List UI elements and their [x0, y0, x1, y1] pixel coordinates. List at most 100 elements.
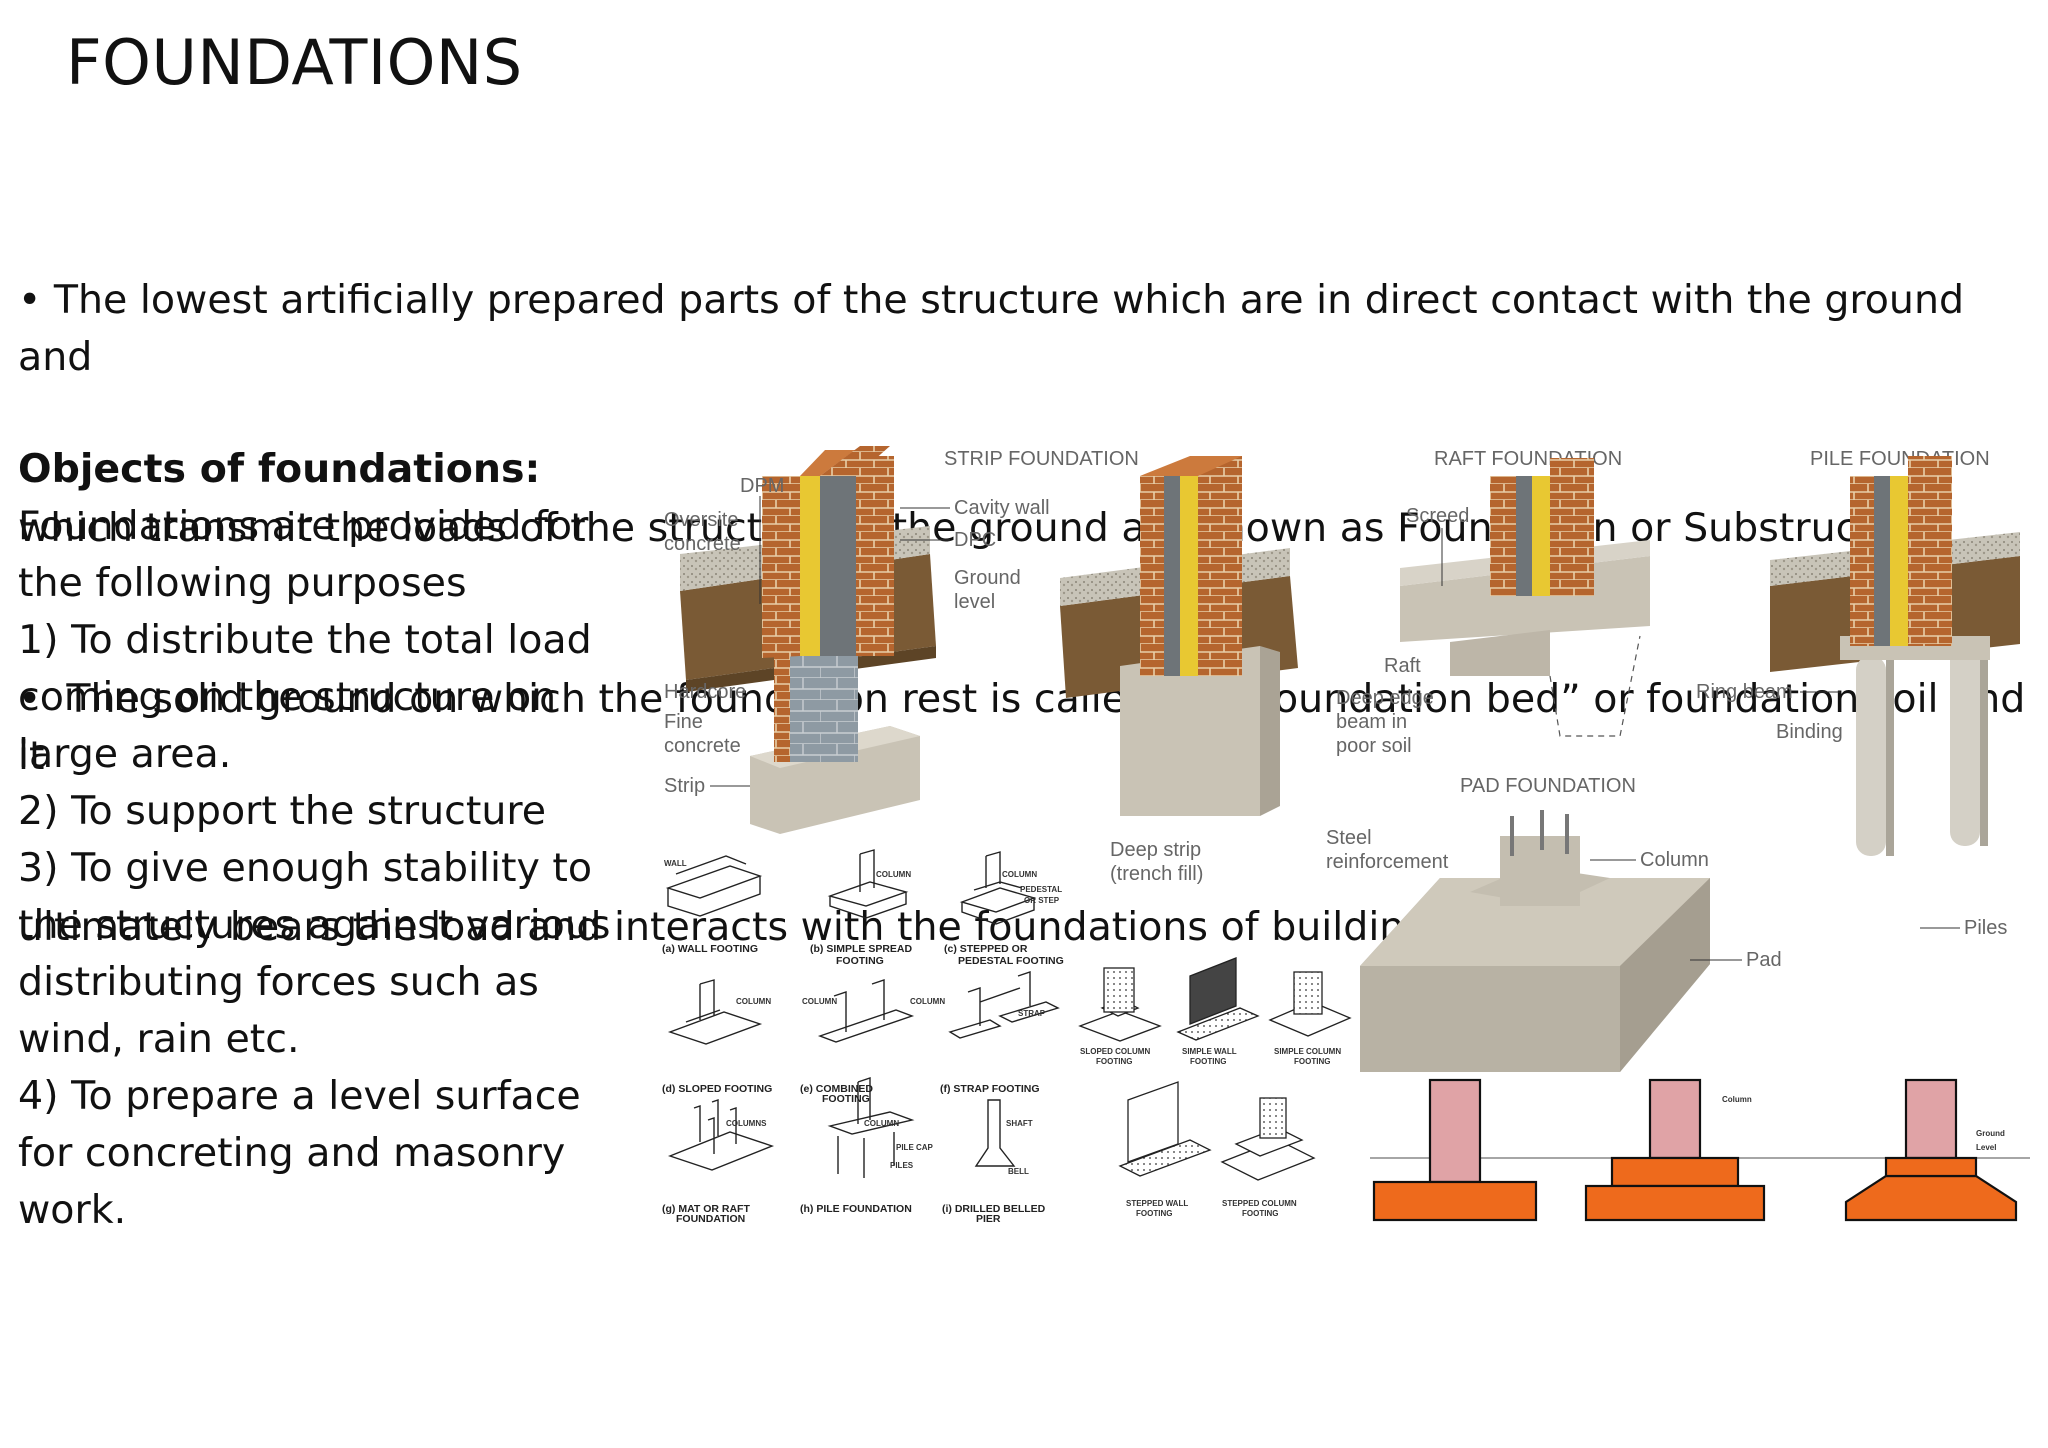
label-column: Column	[1640, 849, 1709, 871]
label-ring-beam: Ring beam	[1696, 681, 1793, 703]
caption-stepped-column: STEPPED COLUMN	[1222, 1199, 1297, 1208]
foundation-types-illustration: STRIP FOUNDATION DPM Oversite concrete C…	[650, 436, 2030, 1236]
objects-line: distributing forces such as	[18, 959, 539, 1005]
label-piles: PILES	[890, 1161, 914, 1170]
caption-strap-footing: (f) STRAP FOOTING	[940, 1083, 1040, 1095]
label-cavity-wall: Cavity wall	[954, 497, 1050, 519]
objects-line: 1) To distribute the total load	[18, 617, 592, 663]
caption-sloped-column-footing: FOOTING	[1096, 1057, 1132, 1066]
label-column: COLUMN	[910, 997, 945, 1006]
footing-types-line-art	[665, 849, 1060, 1178]
caption-simple-spread-footing: FOOTING	[836, 955, 884, 967]
footing-types-labels: WALL COLUMN COLUMN PEDESTAL OR STEP (a) …	[662, 859, 1064, 1225]
label-column: COLUMN	[864, 1119, 899, 1128]
footing-sections	[1370, 1078, 2030, 1222]
label-shaft: SHAFT	[1006, 1119, 1033, 1128]
strip-foundation-heading: STRIP FOUNDATION	[944, 448, 1139, 470]
pad-foundation-heading: PAD FOUNDATION	[1460, 775, 1636, 797]
caption-pier: PIER	[976, 1213, 1001, 1225]
intro-line: • The lowest artificially prepared parts…	[18, 277, 1977, 380]
label-column: COLUMN	[876, 870, 911, 879]
caption-mat: (g) MAT OR RAFT	[662, 1203, 750, 1215]
label-steel-reinforcement: reinforcement	[1326, 851, 1449, 873]
label-fine-concrete: concrete	[664, 735, 741, 757]
objects-heading: Objects of foundations:	[18, 446, 541, 492]
label-bell: BELL	[1008, 1167, 1029, 1176]
caption-drilled-belled: (i) DRILLED BELLED	[942, 1203, 1046, 1215]
label-strap: STRAP	[1018, 1009, 1046, 1018]
label-screed: Screed	[1406, 505, 1469, 527]
caption-stepped-wall-footing: FOOTING	[1136, 1209, 1172, 1218]
caption-stepped-wall: STEPPED WALL	[1126, 1199, 1188, 1208]
objects-line: for concreting and masonry	[18, 1130, 566, 1176]
caption-stepped: (c) STEPPED OR	[944, 943, 1028, 955]
caption-simple-wall-footing: FOOTING	[1190, 1057, 1226, 1066]
label-ground: Ground	[1976, 1129, 2005, 1138]
objects-line: the structures against various	[18, 902, 611, 948]
caption-sloped-footing: (d) SLOPED FOOTING	[662, 1083, 772, 1095]
label-or-step: OR STEP	[1024, 896, 1060, 905]
caption-simple-column-footing: FOOTING	[1294, 1057, 1330, 1066]
caption-mat-foundation: FOUNDATION	[676, 1213, 745, 1225]
label-ground-level: level	[954, 591, 995, 613]
isometric-captions: SLOPED COLUMN FOOTING SIMPLE WALL FOOTIN…	[1080, 1047, 1341, 1218]
pile-foundation-illustration: PILE FOUNDATION Ring beam Binding Piles	[1696, 448, 2020, 939]
label-column: COLUMN	[802, 997, 837, 1006]
label-raft: Raft	[1384, 655, 1421, 677]
label-pedestal: PEDESTAL	[1020, 885, 1062, 894]
section-labels: Column Ground Level	[1722, 1095, 2005, 1152]
deep-strip-illustration: Deep strip (trench fill)	[1060, 456, 1298, 885]
label-column: COLUMN	[1002, 870, 1037, 879]
intro-line: ultimately bears the load and interacts …	[18, 904, 1463, 950]
caption-wall-footing: (a) WALL FOOTING	[662, 943, 758, 955]
caption-combined: (e) COMBINED	[800, 1083, 873, 1095]
objects-of-foundations: Objects of foundations: Foundations are …	[18, 441, 611, 1239]
label-strip: Strip	[664, 775, 705, 797]
caption-pile-foundation: (h) PILE FOUNDATION	[800, 1203, 912, 1215]
label-fine: Fine	[664, 711, 703, 733]
label-dpm: DPM	[740, 475, 784, 497]
objects-line: work.	[18, 1187, 127, 1233]
objects-line: large area.	[18, 731, 232, 777]
caption-simple-column: SIMPLE COLUMN	[1274, 1047, 1341, 1056]
objects-line: wind, rain etc.	[18, 1016, 300, 1062]
isometric-footings	[1078, 957, 1352, 1181]
label-binding: Binding	[1776, 721, 1843, 743]
slide-title: FOUNDATIONS	[66, 26, 523, 99]
pile-foundation-heading: PILE FOUNDATION	[1810, 448, 1990, 470]
label-poor-soil: poor soil	[1336, 735, 1412, 757]
objects-line: Foundations are provided for	[18, 503, 589, 549]
objects-line: the following purposes	[18, 560, 467, 606]
caption-combined-footing: FOOTING	[822, 1093, 870, 1105]
label-hardcore: Hardcore	[664, 681, 746, 703]
objects-line: 4) To prepare a level surface	[18, 1073, 581, 1119]
caption-pedestal-footing: PEDESTAL FOOTING	[958, 955, 1064, 967]
label-trench-fill: (trench fill)	[1110, 863, 1203, 885]
label-column: Column	[1722, 1095, 1752, 1104]
label-columns: COLUMNS	[726, 1119, 767, 1128]
label-deep-edge: Deep edge	[1336, 687, 1434, 709]
objects-line: 3) To give enough stability to	[18, 845, 593, 891]
label-piles: Piles	[1964, 917, 2007, 939]
label-ground-level: Level	[1976, 1143, 1996, 1152]
label-column: COLUMN	[736, 997, 771, 1006]
pad-foundation-illustration: PAD FOUNDATION Steel reinforcement Colum…	[1326, 775, 1782, 1072]
raft-foundation-illustration: RAFT FOUNDATION Screed Raft Deep edge be…	[1336, 448, 1650, 757]
label-dpc: DPC	[954, 529, 996, 551]
label-pile-cap: PILE CAP	[896, 1143, 934, 1152]
label-ground: Ground	[954, 567, 1021, 589]
caption-stepped-column-footing: FOOTING	[1242, 1209, 1278, 1218]
label-steel: Steel	[1326, 827, 1372, 849]
caption-sloped-column: SLOPED COLUMN	[1080, 1047, 1150, 1056]
objects-line: coming on the structure on	[18, 674, 557, 720]
objects-line: 2) To support the structure	[18, 788, 547, 834]
caption-simple-wall: SIMPLE WALL	[1182, 1047, 1237, 1056]
caption-simple-spread: (b) SIMPLE SPREAD	[810, 943, 913, 955]
strip-foundation-illustration: STRIP FOUNDATION DPM Oversite concrete C…	[664, 446, 1139, 834]
label-oversite: Oversite	[664, 509, 738, 531]
label-wall: WALL	[664, 859, 687, 868]
label-oversite-concrete: concrete	[664, 533, 741, 555]
label-beam-in: beam in	[1336, 711, 1407, 733]
label-deep-strip: Deep strip	[1110, 839, 1201, 861]
label-pad: Pad	[1746, 949, 1782, 971]
